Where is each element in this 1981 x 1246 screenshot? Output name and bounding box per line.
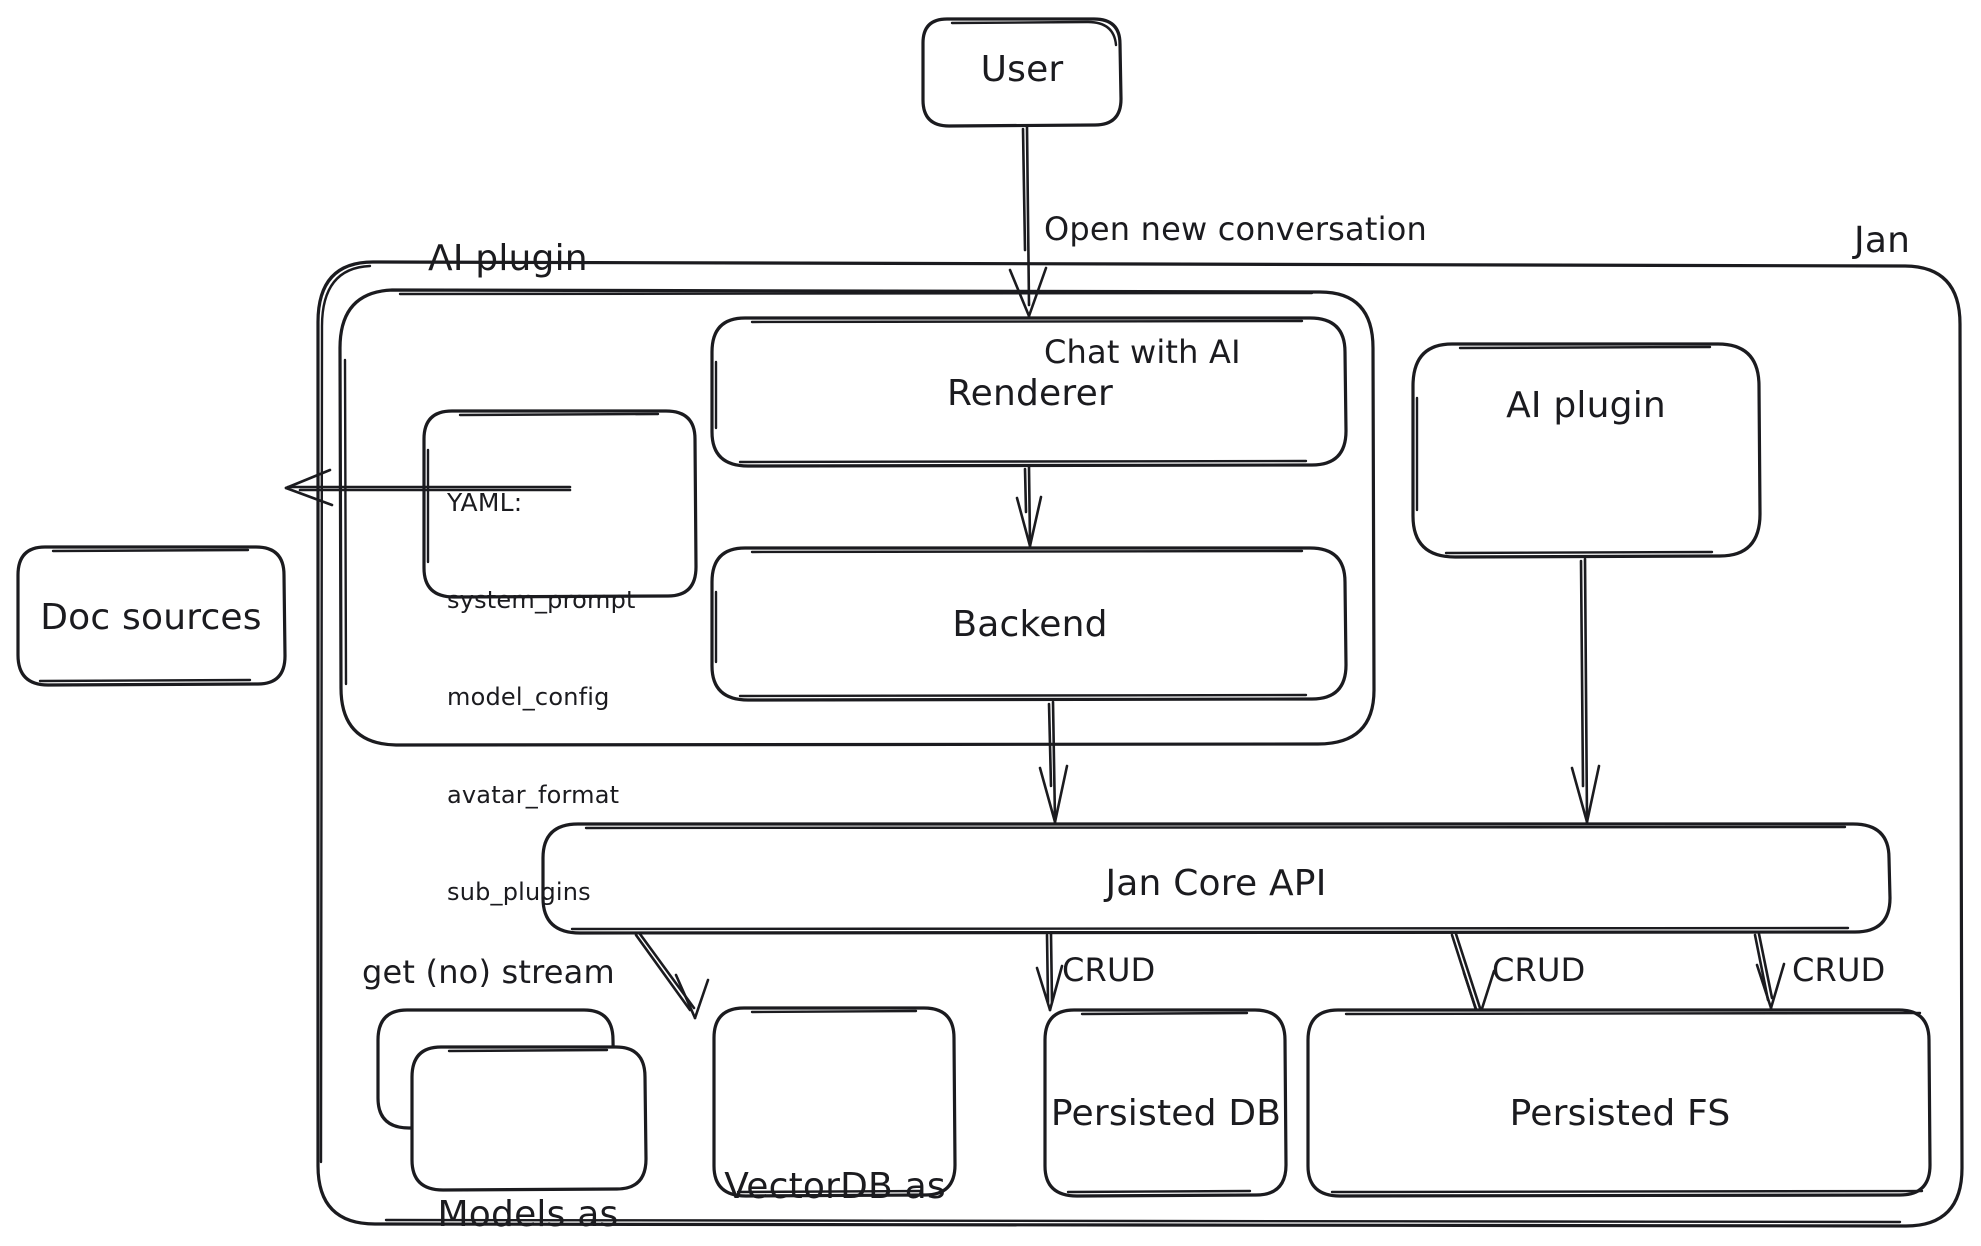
- node-vectordb-as-plugin-line1: VectorDB as: [724, 1166, 946, 1208]
- edge-label-crud-persisted-fs: CRUD: [1792, 951, 1886, 989]
- edge-backend-to-core: [1038, 700, 1069, 824]
- edge-label-user-to-renderer: Open new conversation Chat with AI: [1044, 127, 1427, 455]
- yaml-heading: YAML:: [447, 487, 523, 517]
- node-persisted-fs-label[interactable]: Persisted FS: [1509, 1093, 1731, 1134]
- node-backend-shape[interactable]: [710, 546, 1348, 702]
- yaml-key-system-prompt: system_prompt: [447, 586, 636, 615]
- edge-backend-to-doc-sources: [284, 468, 572, 507]
- node-renderer-shape[interactable]: [710, 316, 1348, 468]
- yaml-key-avatar-format: avatar_format: [447, 780, 620, 809]
- edge-user-to-renderer: [1008, 125, 1048, 318]
- node-persisted-db-label[interactable]: Persisted DB: [1050, 1093, 1282, 1134]
- edge-core-to-vectordb: [1035, 932, 1064, 1012]
- yaml-card-shape[interactable]: [422, 409, 698, 599]
- yaml-card-content: YAML: system_prompt model_config avatar_…: [447, 421, 636, 973]
- edge-label-chat-with-ai: Chat with AI: [1044, 332, 1241, 371]
- node-persisted-db-shape[interactable]: [1043, 1008, 1288, 1198]
- edge-label-crud-vectordb: CRUD: [1062, 951, 1156, 989]
- node-backend-label[interactable]: Backend: [952, 604, 1108, 645]
- edge-core-to-persisted-fs: [1753, 932, 1786, 1010]
- node-user-shape[interactable]: [921, 17, 1123, 128]
- node-models-as-plugin-shape[interactable]: [376, 1008, 648, 1192]
- node-vectordb-as-plugin-label[interactable]: VectorDB as plugin: [724, 1068, 946, 1246]
- edge-renderer-to-backend: [1015, 465, 1043, 548]
- edge-label-open-new-conversation: Open new conversation: [1044, 209, 1427, 248]
- node-doc-sources-shape[interactable]: [16, 545, 287, 687]
- ai-plugin-group-label: AI plugin: [428, 238, 588, 279]
- node-doc-sources-label[interactable]: Doc sources: [40, 597, 262, 638]
- node-user-label[interactable]: User: [980, 49, 1064, 90]
- yaml-key-sub-plugins: sub_plugins: [447, 877, 591, 906]
- edge-core-to-models: [634, 932, 710, 1020]
- outer-container-label: Jan: [1854, 220, 1911, 261]
- node-persisted-fs-shape[interactable]: [1306, 1008, 1932, 1198]
- edge-label-get-no-stream: get (no) stream: [362, 953, 615, 991]
- node-models-as-plugin-line1: Models as: [437, 1194, 619, 1236]
- yaml-key-model-config: model_config: [447, 683, 610, 712]
- node-ai-plugin-panel-label[interactable]: AI plugin: [1506, 385, 1666, 426]
- node-ai-plugin-panel-shape[interactable]: [1411, 342, 1762, 559]
- edge-ai-plugin-to-core: [1570, 557, 1601, 824]
- node-vectordb-as-plugin-shape[interactable]: [712, 1006, 957, 1198]
- node-jan-core-api-label[interactable]: Jan Core API: [1105, 863, 1327, 904]
- edge-label-crud-persisted-db: CRUD: [1492, 951, 1586, 989]
- node-renderer-label[interactable]: Renderer: [947, 373, 1113, 414]
- node-models-as-plugin-label[interactable]: Models as plugin: [438, 1096, 619, 1246]
- node-jan-core-api-shape[interactable]: [541, 822, 1892, 935]
